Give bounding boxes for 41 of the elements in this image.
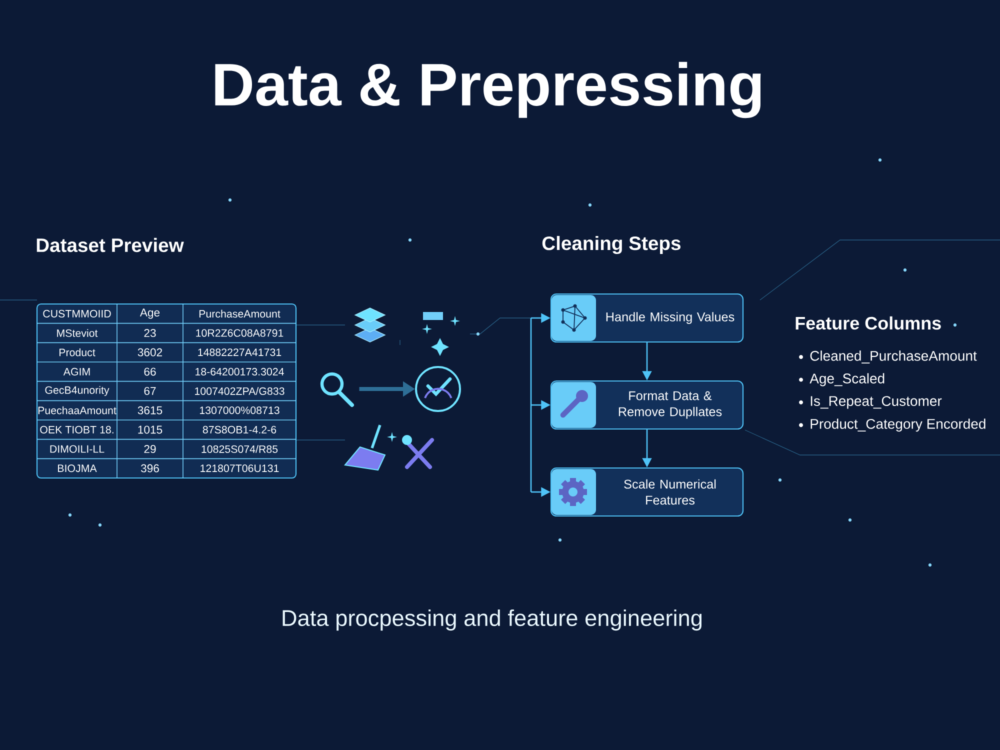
table-cell: 66 bbox=[144, 368, 156, 376]
table-cell: 1007402ZPA/G833 bbox=[195, 387, 284, 395]
table-cell: 14882227A41731 bbox=[198, 348, 282, 356]
table-cell: CUSTMMOIID bbox=[43, 310, 111, 318]
table-cell: 396 bbox=[140, 464, 159, 472]
table-cell: BIOJMA bbox=[58, 464, 97, 472]
table-cell: 29 bbox=[144, 445, 156, 453]
bullet-item: Product_Category Encorded bbox=[810, 418, 986, 432]
table-cell: 23 bbox=[144, 329, 156, 337]
step-box: Scale Numerical Features bbox=[550, 467, 744, 517]
table-cell: PuechaaAmount bbox=[38, 406, 116, 414]
bullet-item: Is_Repeat_Customer bbox=[810, 396, 942, 409]
table-cell: 121807T06U131 bbox=[200, 464, 279, 472]
table-cell: PurchaseAmount bbox=[199, 310, 280, 318]
table-cell: MSteviot bbox=[57, 329, 98, 337]
bullet-item: Cleaned_PurchaseAmount bbox=[810, 350, 977, 364]
table-cell: 10825S074/R85 bbox=[202, 445, 278, 453]
table-cell: 3615 bbox=[138, 406, 162, 414]
table-cell: 3602 bbox=[138, 348, 162, 356]
step-box: Format Data & Remove Dupllates bbox=[550, 380, 744, 430]
table-cell: GecB4unority bbox=[45, 386, 110, 396]
table-cell: 10R2Z6C08A8791 bbox=[196, 329, 284, 337]
table-cell: AGIM bbox=[63, 368, 90, 376]
table-cell: Product bbox=[60, 348, 96, 356]
title: Data & Prepressing bbox=[215, 62, 761, 118]
caption: Data procpessing and feature engineering bbox=[282, 609, 702, 631]
table-cell: Age bbox=[140, 308, 160, 319]
table-cell: 87S8OB1-4.2-6 bbox=[202, 426, 276, 434]
section-heading: Dataset Preview bbox=[36, 238, 184, 252]
step-box: Handle Missing Values bbox=[550, 293, 744, 343]
table-cell: 1307000%08713 bbox=[200, 406, 280, 414]
check-circle-icon bbox=[415, 366, 461, 412]
section-heading: Feature Columns bbox=[796, 316, 941, 330]
section-heading: Cleaning Steps bbox=[542, 236, 680, 254]
table-cell: OEK TIOBT 18. bbox=[40, 426, 114, 434]
magnifier-icon bbox=[320, 372, 354, 407]
table-cell: DIMOILI-LL bbox=[50, 445, 104, 453]
table-cell: 67 bbox=[144, 387, 156, 395]
table-cell: 1015 bbox=[138, 426, 162, 434]
table-cell: 18-64200173.3024 bbox=[196, 368, 284, 376]
bullet-item: Age_Scaled bbox=[810, 373, 884, 386]
